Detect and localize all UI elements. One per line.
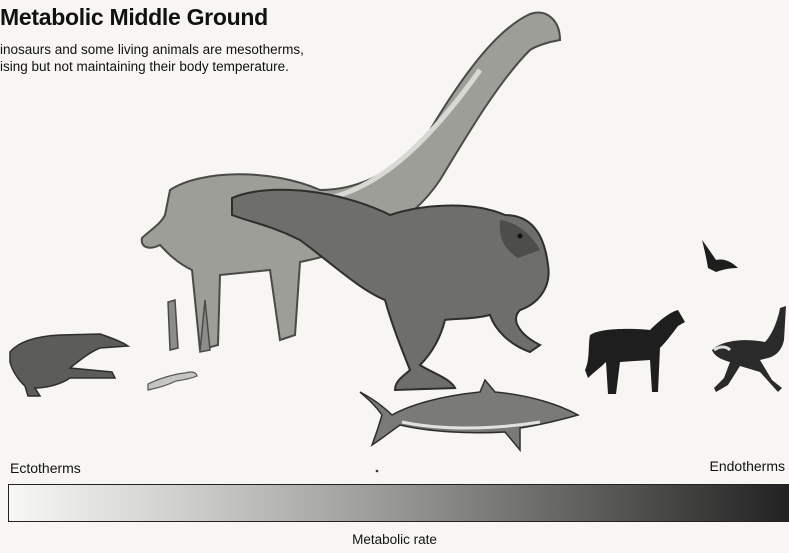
ectotherms-label: Ectotherms bbox=[10, 460, 81, 476]
ostrich-icon bbox=[712, 306, 786, 392]
endotherms-label: Endotherms bbox=[710, 458, 785, 474]
metabolic-rate-axis-title: Metabolic rate bbox=[0, 532, 789, 547]
lizard-icon bbox=[148, 372, 197, 390]
horse-icon bbox=[585, 310, 685, 394]
bird-icon bbox=[702, 240, 738, 272]
shark-icon bbox=[360, 380, 578, 450]
crocodile-icon bbox=[10, 334, 128, 396]
speck-mark bbox=[376, 470, 379, 473]
metabolic-rate-gradient-bar bbox=[8, 484, 789, 522]
